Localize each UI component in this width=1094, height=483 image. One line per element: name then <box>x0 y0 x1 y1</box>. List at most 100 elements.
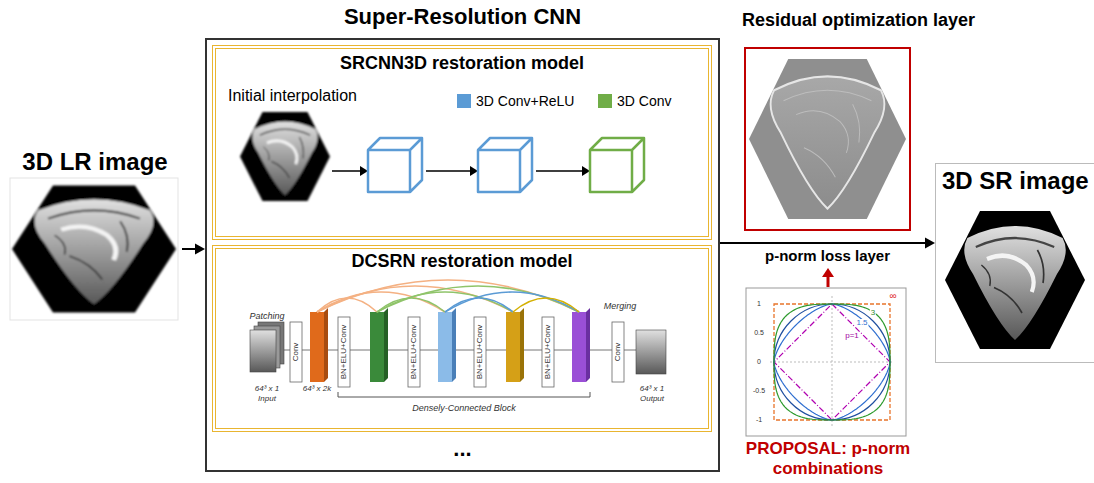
srcnn-arrows <box>332 170 582 172</box>
legend-wrap: 3D Conv+ReLU <box>476 93 574 109</box>
axis-tick: -1 <box>756 416 762 423</box>
dcsrn-network <box>542 317 554 387</box>
label-wrap: PROPOSAL: p-norm combinations <box>733 439 923 478</box>
label-wrap: BN+ELU+Conv <box>409 325 418 380</box>
dcsrn-network <box>250 330 276 372</box>
layer-note: Output <box>640 394 664 403</box>
conv-cubes <box>368 138 644 192</box>
dcsrn-network <box>408 317 420 387</box>
legend-wrap: 3D Conv <box>617 93 671 109</box>
dcsrn-network <box>445 292 579 312</box>
residual-image <box>745 48 910 230</box>
text-wrap: Residual optimization layer <box>742 10 975 31</box>
node-heading: Residual optimization layer <box>742 10 975 30</box>
tensor-size: 64³ x 1 <box>640 384 664 393</box>
proposal-arrow <box>827 276 830 287</box>
curve-label: 1.5 <box>856 318 867 327</box>
legend-text: 3D Conv <box>617 93 671 109</box>
image-panel: 3D SR image <box>935 163 1094 363</box>
label-wrap: Densely-Connected Block <box>412 403 516 413</box>
dcsrn-network <box>317 280 579 312</box>
node-heading: 3D LR image <box>22 148 167 175</box>
dcsrn-network <box>310 312 324 382</box>
label-wrap: 64³ x 2k <box>303 384 331 393</box>
dcsrn-network <box>445 298 513 312</box>
p-norm-plot <box>746 288 906 436</box>
dcsrn-network <box>370 312 384 382</box>
curve-label: 3 <box>871 308 875 317</box>
dcsrn-network <box>324 308 328 382</box>
label-wrap: p=1 <box>844 332 860 340</box>
p-norm-plot <box>770 296 894 428</box>
text-wrap: Super-Resolution CNN <box>207 4 718 29</box>
curve-label: ∞ <box>889 290 896 301</box>
axis-tick: -0.5 <box>753 387 765 394</box>
text-wrap: SRCNN3D restoration model <box>216 53 708 74</box>
srcnn-arrows <box>332 166 590 176</box>
proposal-arrow <box>822 268 834 287</box>
interpolated-image <box>240 112 330 201</box>
layer-name: BN+ELU+Conv <box>409 325 418 380</box>
label-wrap: Patching <box>249 311 284 321</box>
layer-name: BN+ELU+Conv <box>339 325 348 380</box>
dcsrn-network <box>377 298 445 312</box>
dcsrn-network <box>572 312 586 382</box>
layer-name: Conv <box>291 343 300 362</box>
dcsrn-network <box>636 330 666 374</box>
label-wrap: Conv <box>291 343 300 362</box>
dcsrn-network <box>250 280 666 397</box>
dcsrn-network <box>506 312 520 382</box>
lr-image <box>12 186 176 313</box>
label-wrap: 1 <box>757 300 761 308</box>
layer-name: Conv <box>613 343 622 362</box>
dcsrn-network <box>513 298 579 312</box>
tensor-size: 64³ x 2k <box>303 384 331 393</box>
p-norm-plot <box>774 304 890 420</box>
residual-panel: Residual optimization layer <box>740 8 988 232</box>
connector-line <box>182 248 196 250</box>
node-text: ... <box>453 436 471 461</box>
layer-name: BN+ELU+Conv <box>543 325 552 380</box>
axis-tick: 1 <box>757 300 761 307</box>
label-wrap: -0.5 <box>753 387 765 395</box>
dcsrn-network <box>612 322 624 382</box>
dcsrn-network <box>474 317 486 387</box>
label-wrap: 0 <box>757 358 761 366</box>
sr-image <box>945 211 1085 349</box>
dcsrn-network <box>338 317 350 387</box>
legend-swatch <box>457 94 471 108</box>
connector <box>182 244 205 255</box>
interpolated-image <box>240 112 330 201</box>
lr-image <box>10 178 178 320</box>
node-heading: 3D SR image <box>942 167 1089 194</box>
arrow-head <box>195 244 205 255</box>
conv-cubes <box>590 138 644 192</box>
p-norm-plot <box>774 304 890 420</box>
layer-name: BN+ELU+Conv <box>475 325 484 380</box>
arrow-head <box>925 238 935 249</box>
proposal-note: PROPOSAL: p-norm combinations <box>746 439 910 478</box>
label-wrap: 1.5 <box>855 319 868 327</box>
label-wrap: -1 <box>756 416 762 424</box>
sr-image <box>945 211 1085 349</box>
dcsrn-network <box>586 308 590 382</box>
dcsrn-network <box>377 286 579 312</box>
label-wrap: 64³ x 1 <box>255 384 279 393</box>
layer-note: Patching <box>249 311 284 321</box>
label-wrap: 3 <box>870 309 876 317</box>
residual-image <box>749 59 906 219</box>
dcsrn-network <box>290 322 302 382</box>
layer-note: Merging <box>604 301 637 311</box>
label-wrap: Output <box>640 394 664 403</box>
text-wrap: DCSRN restoration model <box>216 251 708 272</box>
text-wrap: 3D LR image <box>8 148 182 176</box>
label-wrap: 0.5 <box>754 329 764 337</box>
label-wrap: Conv <box>613 343 622 362</box>
conv-cubes <box>368 138 422 192</box>
dcsrn-network <box>438 312 452 382</box>
connector-line <box>720 242 926 244</box>
dcsrn-network <box>520 308 524 382</box>
text-wrap: ... <box>207 436 718 461</box>
p-norm-plot <box>774 304 890 420</box>
